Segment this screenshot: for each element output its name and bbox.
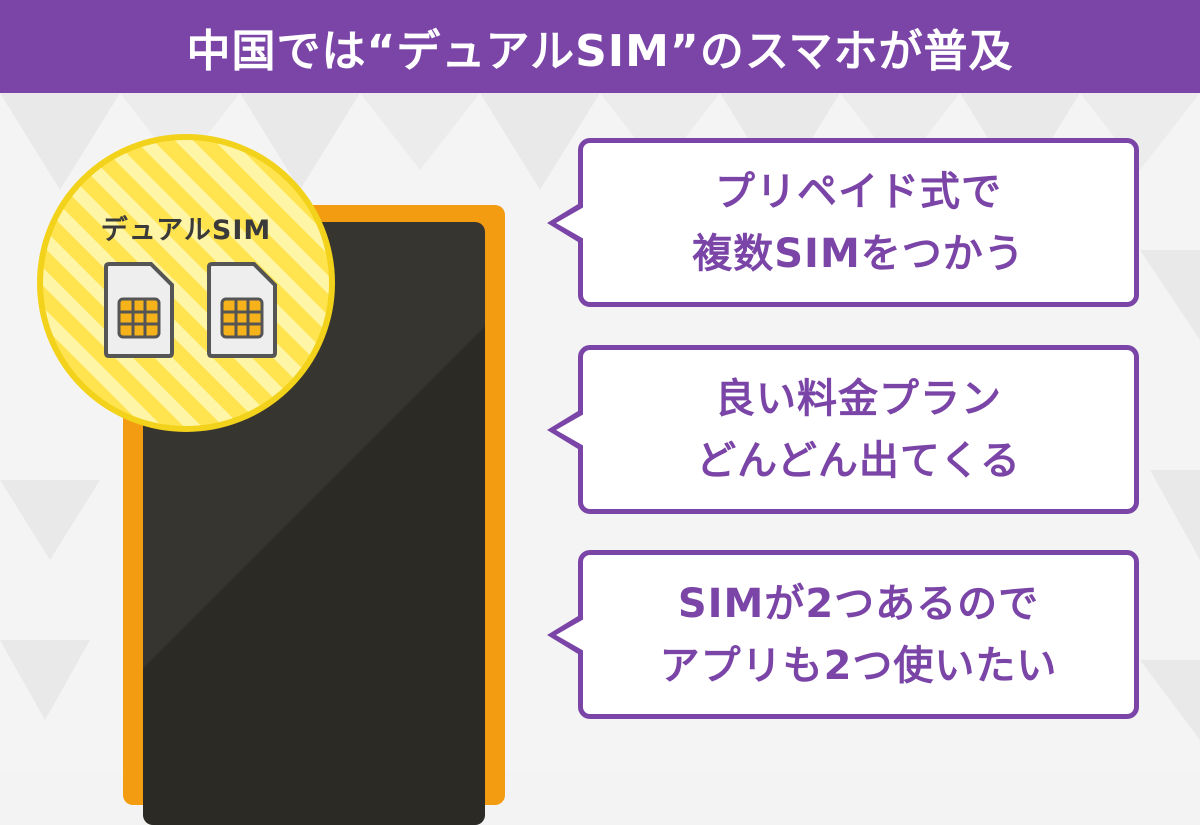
bubble-text-line: アプリも2つ使いたい [659, 642, 1058, 689]
bubble-text-line: 複数SIMをつかう [692, 230, 1025, 277]
badge-title: デュアルSIM [100, 215, 272, 246]
smartphone-illustration [123, 205, 505, 825]
bubble-text-line: どんどん出てくる [696, 437, 1021, 484]
page-title: 中国では“デュアルSIM”のスマホが普及 [186, 25, 1014, 77]
speech-bubble-prepaid: プリペイド式で 複数SIMをつかう [547, 138, 1139, 307]
bubble-text-line: 良い料金プラン [715, 375, 1002, 422]
bubble-text-line: プリペイド式で [715, 168, 1002, 215]
dual-sim-badge: デュアルSIM [37, 134, 335, 432]
speech-bubble-plans: 良い料金プラン どんどん出てくる [547, 345, 1139, 514]
speech-bubble-apps: SIMが2つあるので アプリも2つ使いたい [547, 550, 1139, 719]
bubble-text-line: SIMが2つあるので [677, 580, 1040, 627]
sim-card-icon [207, 262, 277, 358]
sim-card-icon [104, 262, 174, 358]
title-banner: 中国では“デュアルSIM”のスマホが普及 [0, 0, 1200, 93]
